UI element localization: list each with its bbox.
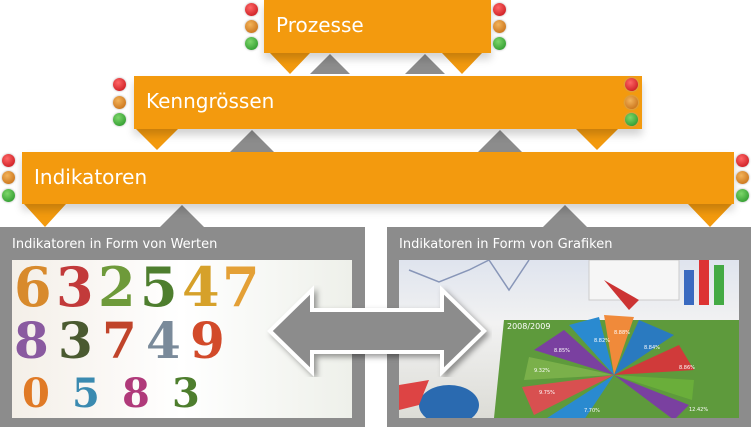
level-indikatoren: Indikatoren [22, 152, 734, 204]
image-text: 8.82% [594, 338, 610, 344]
image-text: 7 [102, 311, 137, 370]
image-text: 5 [140, 260, 178, 319]
image-text: 8.84% [644, 345, 660, 351]
panel-graphics: Indikatoren in Form von Grafiken [387, 227, 751, 427]
image-text: 3 [58, 311, 93, 370]
image-text: 4 [182, 260, 220, 319]
image-text: 12.42% [689, 407, 709, 413]
image-text: 9.75% [539, 390, 555, 396]
level-label: Indikatoren [34, 165, 148, 189]
image-text: 2 [98, 260, 136, 319]
panel-title: Indikatoren in Form von Werten [12, 237, 218, 252]
level-label: Kenngrössen [146, 89, 275, 113]
image-text: 8.85% [554, 348, 570, 354]
image-text: 3 [172, 370, 200, 417]
double-arrow-icon [267, 285, 487, 377]
image-text: 4 [146, 311, 181, 370]
image-text: 6 [14, 260, 52, 319]
chart-title: 2008/2009 [507, 322, 551, 331]
panel-title: Indikatoren in Form von Grafiken [399, 237, 613, 252]
image-text: 3 [56, 260, 94, 319]
image-text: 8 [14, 311, 49, 370]
image-text: 7 [222, 260, 260, 319]
image-text: 8 [122, 370, 150, 417]
image-text: 9 [190, 311, 225, 370]
image-text: 7.70% [584, 408, 600, 414]
level-label: Prozesse [276, 13, 364, 37]
image-text: 0 [22, 370, 50, 417]
charts-image: 2008/2009 8.85% 8.82% 8.88% 8.84% 9.32% … [399, 260, 739, 418]
level-kenngroessen: Kenngrössen [134, 76, 642, 129]
image-text: 9.32% [534, 368, 550, 374]
level-prozesse: Prozesse [264, 0, 491, 53]
image-text: 5 [72, 370, 100, 417]
image-text: 8.88% [614, 330, 630, 336]
image-text: 8.86% [679, 365, 695, 371]
